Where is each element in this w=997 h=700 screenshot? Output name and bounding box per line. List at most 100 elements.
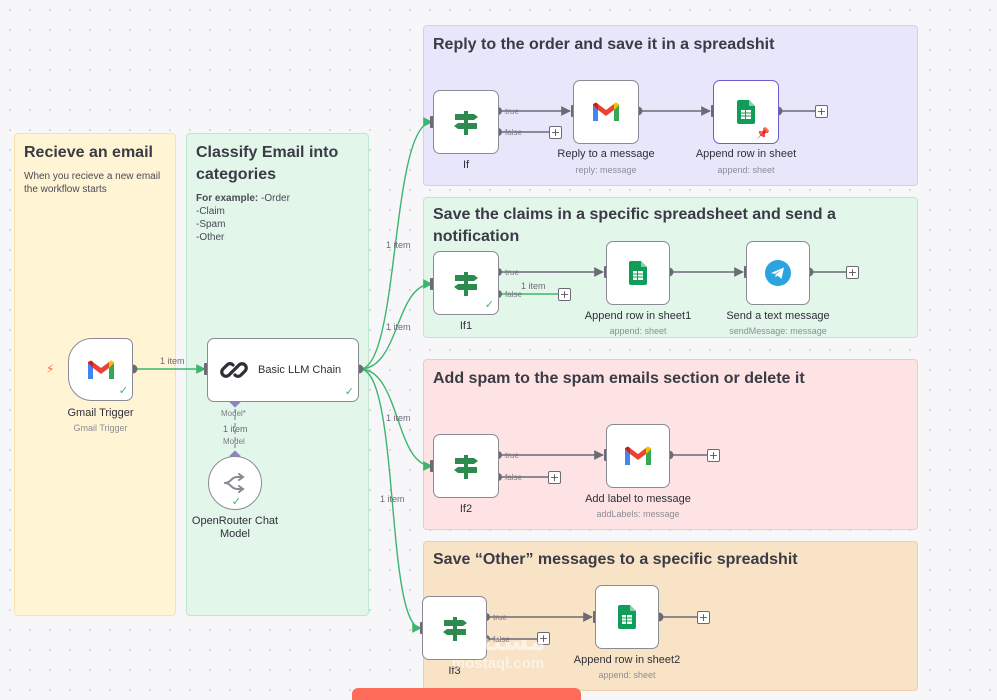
node-subtitle: append: sheet <box>598 670 656 680</box>
add-node-plus-icon[interactable]: + <box>707 449 720 462</box>
node-title: Send a text message <box>726 310 830 322</box>
pin-icon: 📌 <box>756 128 770 140</box>
check-icon: ✓ <box>118 385 128 397</box>
node-title: OpenRouter Chat Model <box>191 515 279 540</box>
google-sheets-icon <box>618 605 636 629</box>
bottom-action-bar[interactable] <box>352 688 581 700</box>
add-node-plus-icon[interactable]: + <box>697 611 710 624</box>
port-true-label: true <box>505 107 519 116</box>
if-signpost-icon <box>454 272 478 296</box>
port-false-label: false <box>505 473 522 482</box>
sticky-title: Save “Other” messages to a specific spre… <box>433 551 798 568</box>
node-if3[interactable] <box>422 596 487 660</box>
port-model-label: Model <box>223 437 245 446</box>
node-title: Reply to a message <box>557 148 655 160</box>
node-title: If3 <box>448 665 461 677</box>
sticky-title: Save the claims in a specific spreadshee… <box>433 206 836 245</box>
if-signpost-icon <box>442 617 467 641</box>
google-sheets-icon <box>737 100 755 124</box>
node-send-text-message[interactable] <box>746 241 810 305</box>
node-title: Append row in sheet2 <box>573 654 681 666</box>
port-true-label: true <box>505 268 519 277</box>
category-item: -Claim <box>196 206 225 217</box>
sticky-title: Reply to the order and save it in a spre… <box>433 36 775 53</box>
sticky-spam[interactable]: Add spam to the spam emails section or d… <box>423 359 918 530</box>
edge-item-count: 1 item <box>386 240 411 250</box>
node-gmail-trigger[interactable]: ✓ <box>68 338 133 401</box>
category-item: -Order <box>258 193 290 204</box>
example-label: For example: <box>196 193 259 204</box>
port-false-label: false <box>505 290 522 299</box>
check-icon: ✓ <box>231 496 241 508</box>
node-title: Basic LLM Chain <box>258 364 342 376</box>
port-true-label: true <box>493 613 507 622</box>
add-node-plus-icon[interactable]: + <box>549 126 562 139</box>
sticky-reply-order[interactable]: Reply to the order and save it in a spre… <box>423 25 918 186</box>
add-node-plus-icon[interactable]: + <box>548 471 561 484</box>
lightning-icon: ⚡ <box>46 362 55 376</box>
edge-llm-if2 <box>359 368 433 471</box>
node-if2[interactable] <box>433 434 499 498</box>
sticky-other-messages[interactable]: Save “Other” messages to a specific spre… <box>423 541 918 691</box>
node-subtitle: reply: message <box>575 165 637 175</box>
node-subtitle: Gmail Trigger <box>73 423 128 433</box>
if-signpost-icon <box>454 455 478 479</box>
category-item: -Spam <box>196 219 226 230</box>
add-node-plus-icon[interactable]: + <box>558 288 571 301</box>
watermark: مستقل mostaql.com <box>432 628 564 671</box>
gmail-icon <box>625 446 651 465</box>
edge-item-count: 1 item <box>386 322 411 332</box>
node-subtitle: append: sheet <box>609 326 667 336</box>
port-false-label: false <box>493 635 510 644</box>
node-if1[interactable]: ✓ <box>433 251 499 315</box>
node-title: Append row in sheet1 <box>584 310 692 322</box>
watermark-arabic: مستقل <box>450 627 546 657</box>
sticky-description: For example: -Order -Claim -Spam -Other <box>196 192 359 244</box>
google-sheets-icon <box>629 261 647 285</box>
node-title: Add label to message <box>585 493 691 505</box>
sticky-description: When you recieve a new email the workflo… <box>24 171 161 195</box>
port-false-label: false <box>505 128 522 137</box>
edge-llm-if1 <box>359 279 433 370</box>
if-signpost-icon <box>454 111 478 135</box>
add-node-plus-icon[interactable]: + <box>537 632 550 645</box>
node-add-label-to-message[interactable] <box>606 424 670 488</box>
node-subtitle: sendMessage: message <box>729 326 827 336</box>
port-true-label: true <box>505 451 519 460</box>
openrouter-icon <box>224 473 245 493</box>
edge-item-count: 1 item <box>160 356 185 366</box>
node-basic-llm-chain[interactable]: Basic LLM Chain ✓ <box>207 338 359 402</box>
edge-item-count: 1 item <box>521 281 546 291</box>
sticky-title: Recieve an email <box>24 144 153 161</box>
sticky-receive-email[interactable]: Recieve an email When you recieve a new … <box>14 133 176 616</box>
node-subtitle: addLabels: message <box>596 509 680 519</box>
node-reply-to-message[interactable] <box>573 80 639 144</box>
node-subtitle: append: sheet <box>717 165 775 175</box>
node-title: If1 <box>459 320 473 332</box>
edge-item-count: 1 item <box>223 424 248 434</box>
sticky-title: Add spam to the spam emails section or d… <box>433 370 805 387</box>
category-item: -Other <box>196 232 225 243</box>
add-node-plus-icon[interactable]: + <box>846 266 859 279</box>
check-icon: ✓ <box>344 386 354 398</box>
check-icon: ✓ <box>484 299 494 311</box>
node-if[interactable] <box>433 90 499 154</box>
add-node-plus-icon[interactable]: + <box>815 105 828 118</box>
gmail-icon <box>87 360 114 379</box>
edge-item-count: 1 item <box>386 413 411 423</box>
node-append-row-in-sheet2[interactable] <box>595 585 659 649</box>
node-title: Append row in sheet <box>695 148 797 160</box>
node-append-row-in-sheet[interactable]: 📌 <box>713 80 779 144</box>
watermark-latin: mostaql.com <box>451 655 545 672</box>
edge-llm-if3 <box>359 368 422 633</box>
gmail-icon <box>593 102 619 121</box>
sticky-title: Classify Email into categories <box>196 144 339 183</box>
edge-llm-if <box>359 117 433 370</box>
node-title: If <box>462 159 470 171</box>
port-model-required-label: Model* <box>221 409 246 418</box>
node-append-row-in-sheet1[interactable] <box>606 241 670 305</box>
node-title: If2 <box>459 503 473 515</box>
node-openrouter-chat-model[interactable]: ✓ <box>208 456 262 510</box>
sticky-save-claims[interactable]: Save the claims in a specific spreadshee… <box>423 197 918 338</box>
node-title: Gmail Trigger <box>67 407 134 419</box>
